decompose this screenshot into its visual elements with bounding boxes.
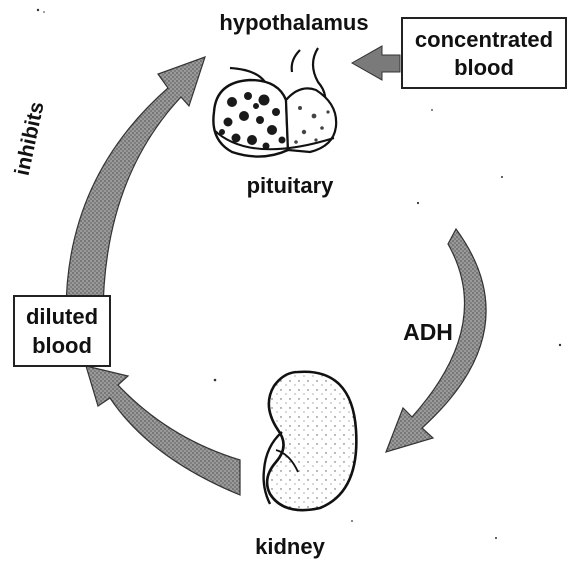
inhibits-label: inhibits bbox=[11, 100, 49, 178]
kidney-illustration bbox=[264, 372, 357, 510]
concentrated-blood-label-line1: concentrated bbox=[415, 27, 553, 52]
concentrated-blood-label-line2: blood bbox=[454, 55, 514, 80]
diluted-blood-label-line1: diluted bbox=[26, 304, 98, 329]
pituitary-gland-illustration bbox=[213, 48, 336, 157]
concentrated-blood-input-arrow bbox=[352, 46, 400, 80]
diluted-blood-label-line2: blood bbox=[32, 333, 92, 358]
hypothalamus-label: hypothalamus bbox=[219, 10, 368, 35]
concentrated-blood-box: concentrated blood bbox=[402, 18, 566, 88]
pituitary-label: pituitary bbox=[247, 173, 335, 198]
diluted-blood-box: diluted blood bbox=[14, 296, 110, 366]
diluted-blood-arrow bbox=[86, 366, 240, 495]
adh-label: ADH bbox=[403, 319, 453, 345]
kidney-label: kidney bbox=[255, 534, 325, 559]
